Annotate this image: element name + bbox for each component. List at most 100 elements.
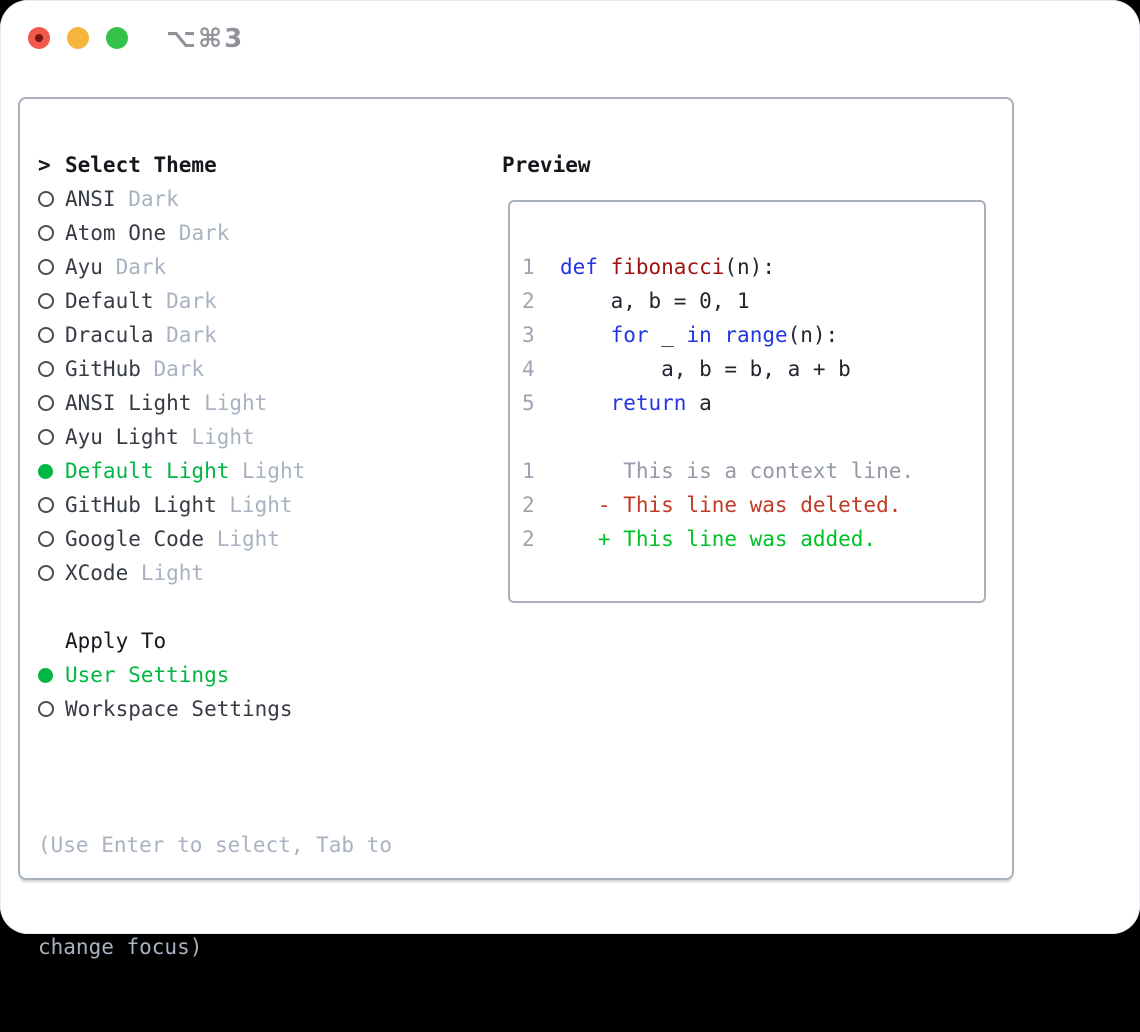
apply-option-label: Workspace Settings	[65, 697, 293, 721]
theme-variant: Light	[204, 527, 280, 551]
code-segment-fg: a, b = b, a + b	[560, 357, 851, 381]
code-segment-fg	[598, 250, 611, 284]
code-segment-del: - This line was deleted.	[560, 493, 902, 517]
code-segment-kw: def	[560, 255, 598, 279]
radio-marker	[38, 327, 65, 343]
window-title: ⌥⌘3	[166, 24, 245, 54]
theme-variant: Light	[178, 425, 255, 449]
theme-name: XCode	[65, 561, 129, 585]
theme-name: Atom One	[65, 221, 167, 245]
theme-option[interactable]: Atom One Dark	[38, 216, 392, 250]
theme-option[interactable]: GitHub Light Light	[38, 488, 392, 522]
radio-marker	[38, 531, 65, 547]
radio-marker	[38, 429, 65, 445]
radio-marker	[38, 701, 65, 717]
theme-option[interactable]: Dracula Dark	[38, 318, 392, 352]
apply-to-title: Apply To	[65, 629, 167, 653]
theme-name: Ayu Light	[65, 425, 179, 449]
hint-line-2: change focus)	[38, 935, 203, 959]
radio-icon	[38, 395, 54, 411]
hint-line-1: (Use Enter to select, Tab to	[38, 833, 393, 857]
preview-line: 5 return a	[522, 386, 976, 420]
radio-marker	[38, 225, 65, 241]
theme-variant: Dark	[166, 221, 230, 245]
radio-icon	[38, 225, 54, 241]
theme-variant: Light	[216, 493, 293, 517]
radio-marker	[38, 395, 65, 411]
preview-line	[522, 420, 976, 454]
maximize-button[interactable]	[106, 27, 128, 49]
close-button[interactable]	[28, 27, 50, 49]
radio-icon	[38, 531, 54, 547]
code-segment-add: + This line was added.	[560, 527, 877, 551]
line-number: 2	[522, 527, 535, 551]
theme-name: ANSI	[65, 187, 116, 211]
code-segment-fg: (n):	[787, 323, 839, 347]
radio-marker	[38, 259, 65, 275]
apply-to-header-row: Apply To	[38, 624, 392, 658]
radio-marker	[38, 293, 65, 309]
code-segment-fg: a	[686, 391, 712, 415]
code-segment-fg	[712, 318, 725, 352]
theme-option[interactable]: Ayu Dark	[38, 250, 392, 284]
radio-marker	[38, 497, 65, 513]
theme-option[interactable]: ANSI Dark	[38, 182, 392, 216]
apply-option[interactable]: User Settings	[38, 658, 392, 692]
apply-option-label: User Settings	[65, 663, 230, 687]
preview-line: 2 + This line was added.	[522, 522, 976, 556]
minimize-button[interactable]	[67, 27, 89, 49]
radio-icon	[38, 191, 54, 207]
theme-variant: Light	[191, 391, 268, 415]
preview-line: 1 This is a context line.	[522, 454, 976, 488]
cursor-marker: >	[38, 153, 65, 177]
theme-name: GitHub	[65, 357, 141, 381]
theme-name: GitHub Light	[65, 493, 217, 517]
preview-title: Preview	[502, 153, 591, 177]
code-segment-kw: in	[686, 323, 712, 347]
radio-selected-marker	[38, 463, 65, 479]
preview-line: 2 - This line was deleted.	[522, 488, 976, 522]
select-theme-header-row: > Select Theme	[38, 148, 392, 182]
line-number: 3	[522, 323, 535, 347]
radio-icon	[38, 565, 54, 581]
radio-icon	[38, 497, 54, 513]
radio-marker	[38, 565, 65, 581]
theme-variant: Dark	[140, 357, 205, 381]
line-number: 4	[522, 357, 535, 381]
hint-text: (Use Enter to select, Tab to change focu…	[38, 760, 392, 1032]
theme-variant: Dark	[153, 323, 217, 347]
theme-name: Dracula	[65, 323, 154, 347]
theme-option[interactable]: Ayu Light Light	[38, 420, 392, 454]
radio-marker	[38, 191, 65, 207]
radio-icon	[38, 327, 54, 343]
theme-option[interactable]: GitHub Dark	[38, 352, 392, 386]
line-number: 2	[522, 493, 535, 517]
line-number: 2	[522, 289, 535, 313]
spacer	[38, 590, 392, 624]
radio-icon	[38, 701, 54, 717]
radio-selected-icon	[38, 667, 53, 683]
theme-option[interactable]: Default Light Light	[38, 454, 392, 488]
radio-icon	[38, 361, 54, 377]
theme-variant: Light	[128, 561, 205, 585]
radio-icon	[38, 293, 54, 309]
line-number: 1	[522, 255, 535, 279]
theme-option[interactable]: XCode Light	[38, 556, 392, 590]
theme-option[interactable]: ANSI Light Light	[38, 386, 392, 420]
code-segment-fg: (n):	[724, 255, 775, 279]
preview-line: 4 a, b = b, a + b	[522, 352, 976, 386]
code-segment-fg: a, b = 0, 1	[560, 289, 750, 313]
apply-option[interactable]: Workspace Settings	[38, 692, 392, 726]
theme-option[interactable]: Google Code Light	[38, 522, 392, 556]
radio-marker	[38, 361, 65, 377]
theme-option[interactable]: Default Dark	[38, 284, 392, 318]
radio-icon	[38, 259, 54, 275]
select-theme-title: Select Theme	[65, 153, 217, 177]
radio-selected-icon	[38, 463, 53, 479]
